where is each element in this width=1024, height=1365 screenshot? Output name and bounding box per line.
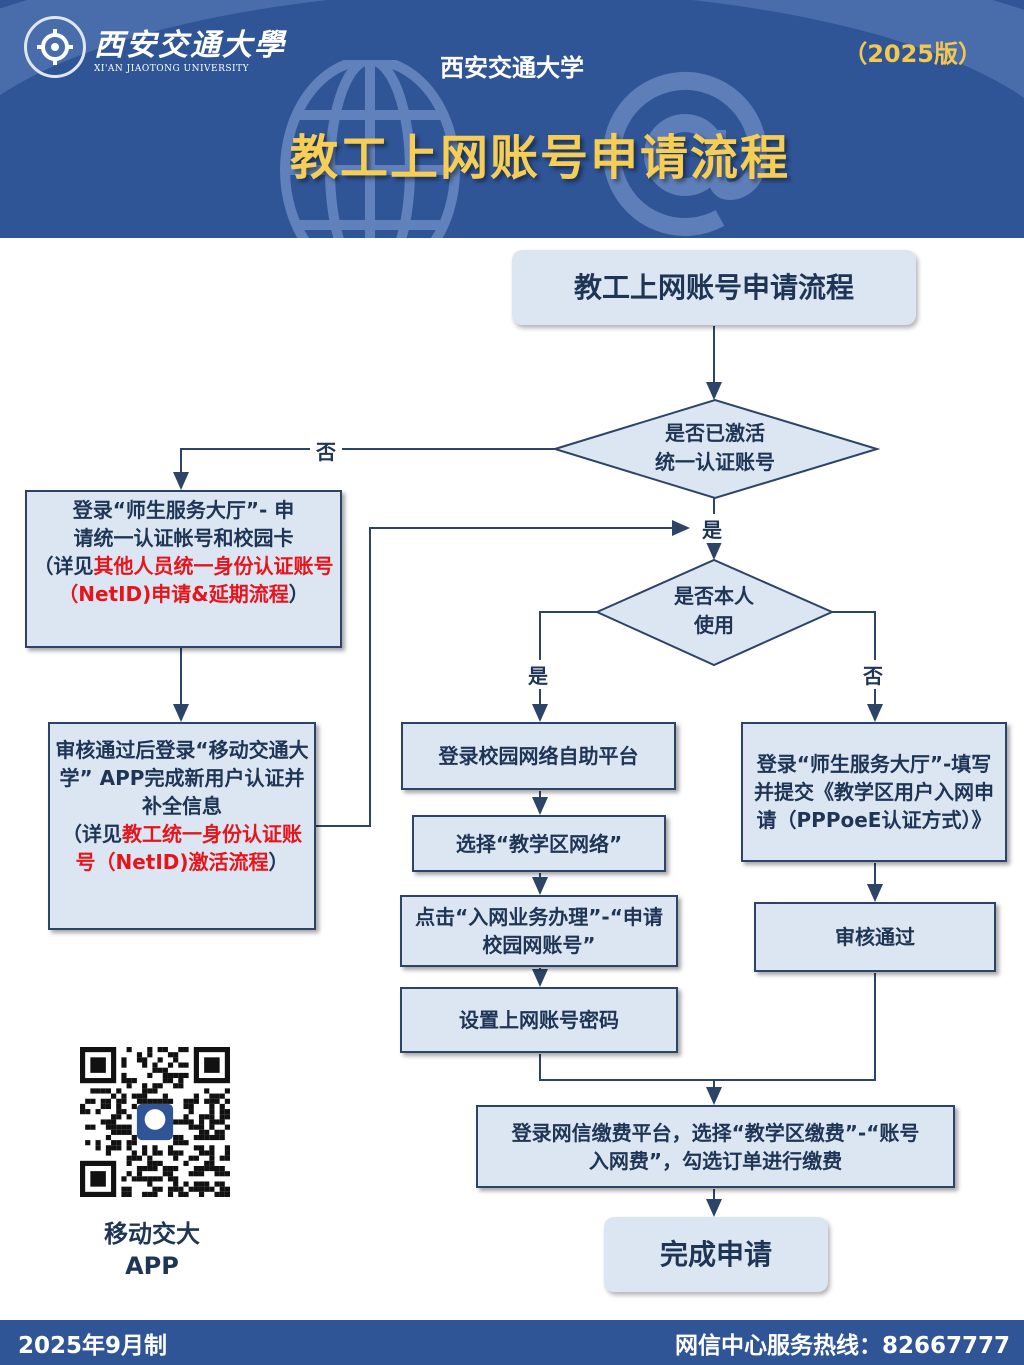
decision1-text: 是否已激活统一认证账号 [615, 419, 815, 477]
qr-label-line2: APP [125, 1252, 179, 1280]
netid-activate-link[interactable]: 教工统一身份认证账号（NetID)激活流程 [75, 822, 302, 874]
end-node: 完成申请 [604, 1217, 828, 1292]
yes-label-self: 是 [522, 660, 554, 689]
left2-pre: （详见 [62, 822, 122, 846]
left1-pre: （详见 [33, 554, 94, 578]
decision2-text: 是否本人使用 [634, 582, 794, 640]
step-login-selfservice: 登录校园网络自助平台 [401, 722, 676, 790]
university-name: 西安交通大学 [440, 54, 584, 82]
yes-label: 是 [696, 514, 728, 543]
footer-date: 2025年9月制 [18, 1332, 168, 1359]
version-label: （2025版） [843, 40, 982, 68]
left1-line1: 登录“师生服务大厅”- 申 [72, 498, 295, 522]
decision1-line1: 是否已激活 [665, 421, 765, 445]
globe-icon [280, 60, 460, 238]
step-apply-account: 点击“入网业务办理”-“申请校园网账号” [400, 895, 678, 967]
left1-post: ） [288, 582, 309, 606]
decision-activated [551, 398, 881, 500]
qr-code [80, 1047, 230, 1197]
no-label: 否 [310, 436, 342, 465]
activate-netid-box: 审核通过后登录“移动交通大学” APP完成新用户认证并补全信息 （详见教工统一身… [48, 722, 316, 930]
step-select-network: 选择“教学区网络” [412, 815, 666, 872]
step-set-password: 设置上网账号密码 [400, 987, 678, 1053]
logo-en: XI'AN JIAOTONG UNIVERSITY [94, 64, 250, 74]
footer-hotline: 网信中心服务热线：82667777 [674, 1332, 1010, 1359]
step-approved: 审核通过 [754, 902, 996, 972]
gear-icon [37, 29, 73, 65]
logo-cn: 西安交通大學 [94, 28, 286, 63]
qr-label: 移动交大 APP [72, 1218, 232, 1282]
no-label-self: 否 [857, 660, 889, 689]
step-submit-application: 登录“师生服务大厅”-填写并提交《教学区用户入网申请（PPPoeE认证方式）》 [741, 722, 1007, 862]
left2-text: 审核通过后登录“移动交通大学” APP完成新用户认证并补全信息 [55, 738, 309, 818]
at-icon [603, 71, 768, 236]
footer-bar: 2025年9月制 网信中心服务热线：82667777 [0, 1320, 1024, 1365]
page-title: 教工上网账号申请流程 [289, 130, 790, 186]
seal-icon [24, 16, 86, 78]
decision2-line1: 是否本人 [674, 584, 754, 608]
qr-label-line1: 移动交大 [104, 1220, 200, 1248]
netid-apply-link[interactable]: 其他人员统一身份认证账号（NetID)申请&延期流程 [58, 554, 334, 606]
left2-post: ） [268, 850, 289, 874]
decision1-line2: 统一认证账号 [655, 450, 775, 474]
start-node: 教工上网账号申请流程 [512, 250, 916, 325]
payment-box: 登录网信缴费平台，选择“教学区缴费”-“账号入网费”，勾选订单进行缴费 [476, 1105, 955, 1188]
left1-line2: 请统一认证帐号和校园卡 [73, 526, 294, 550]
apply-netid-box: 登录“师生服务大厅”- 申 请统一认证帐号和校园卡 （详见其他人员统一身份认证账… [25, 490, 342, 648]
decision2-line2: 使用 [694, 613, 734, 637]
